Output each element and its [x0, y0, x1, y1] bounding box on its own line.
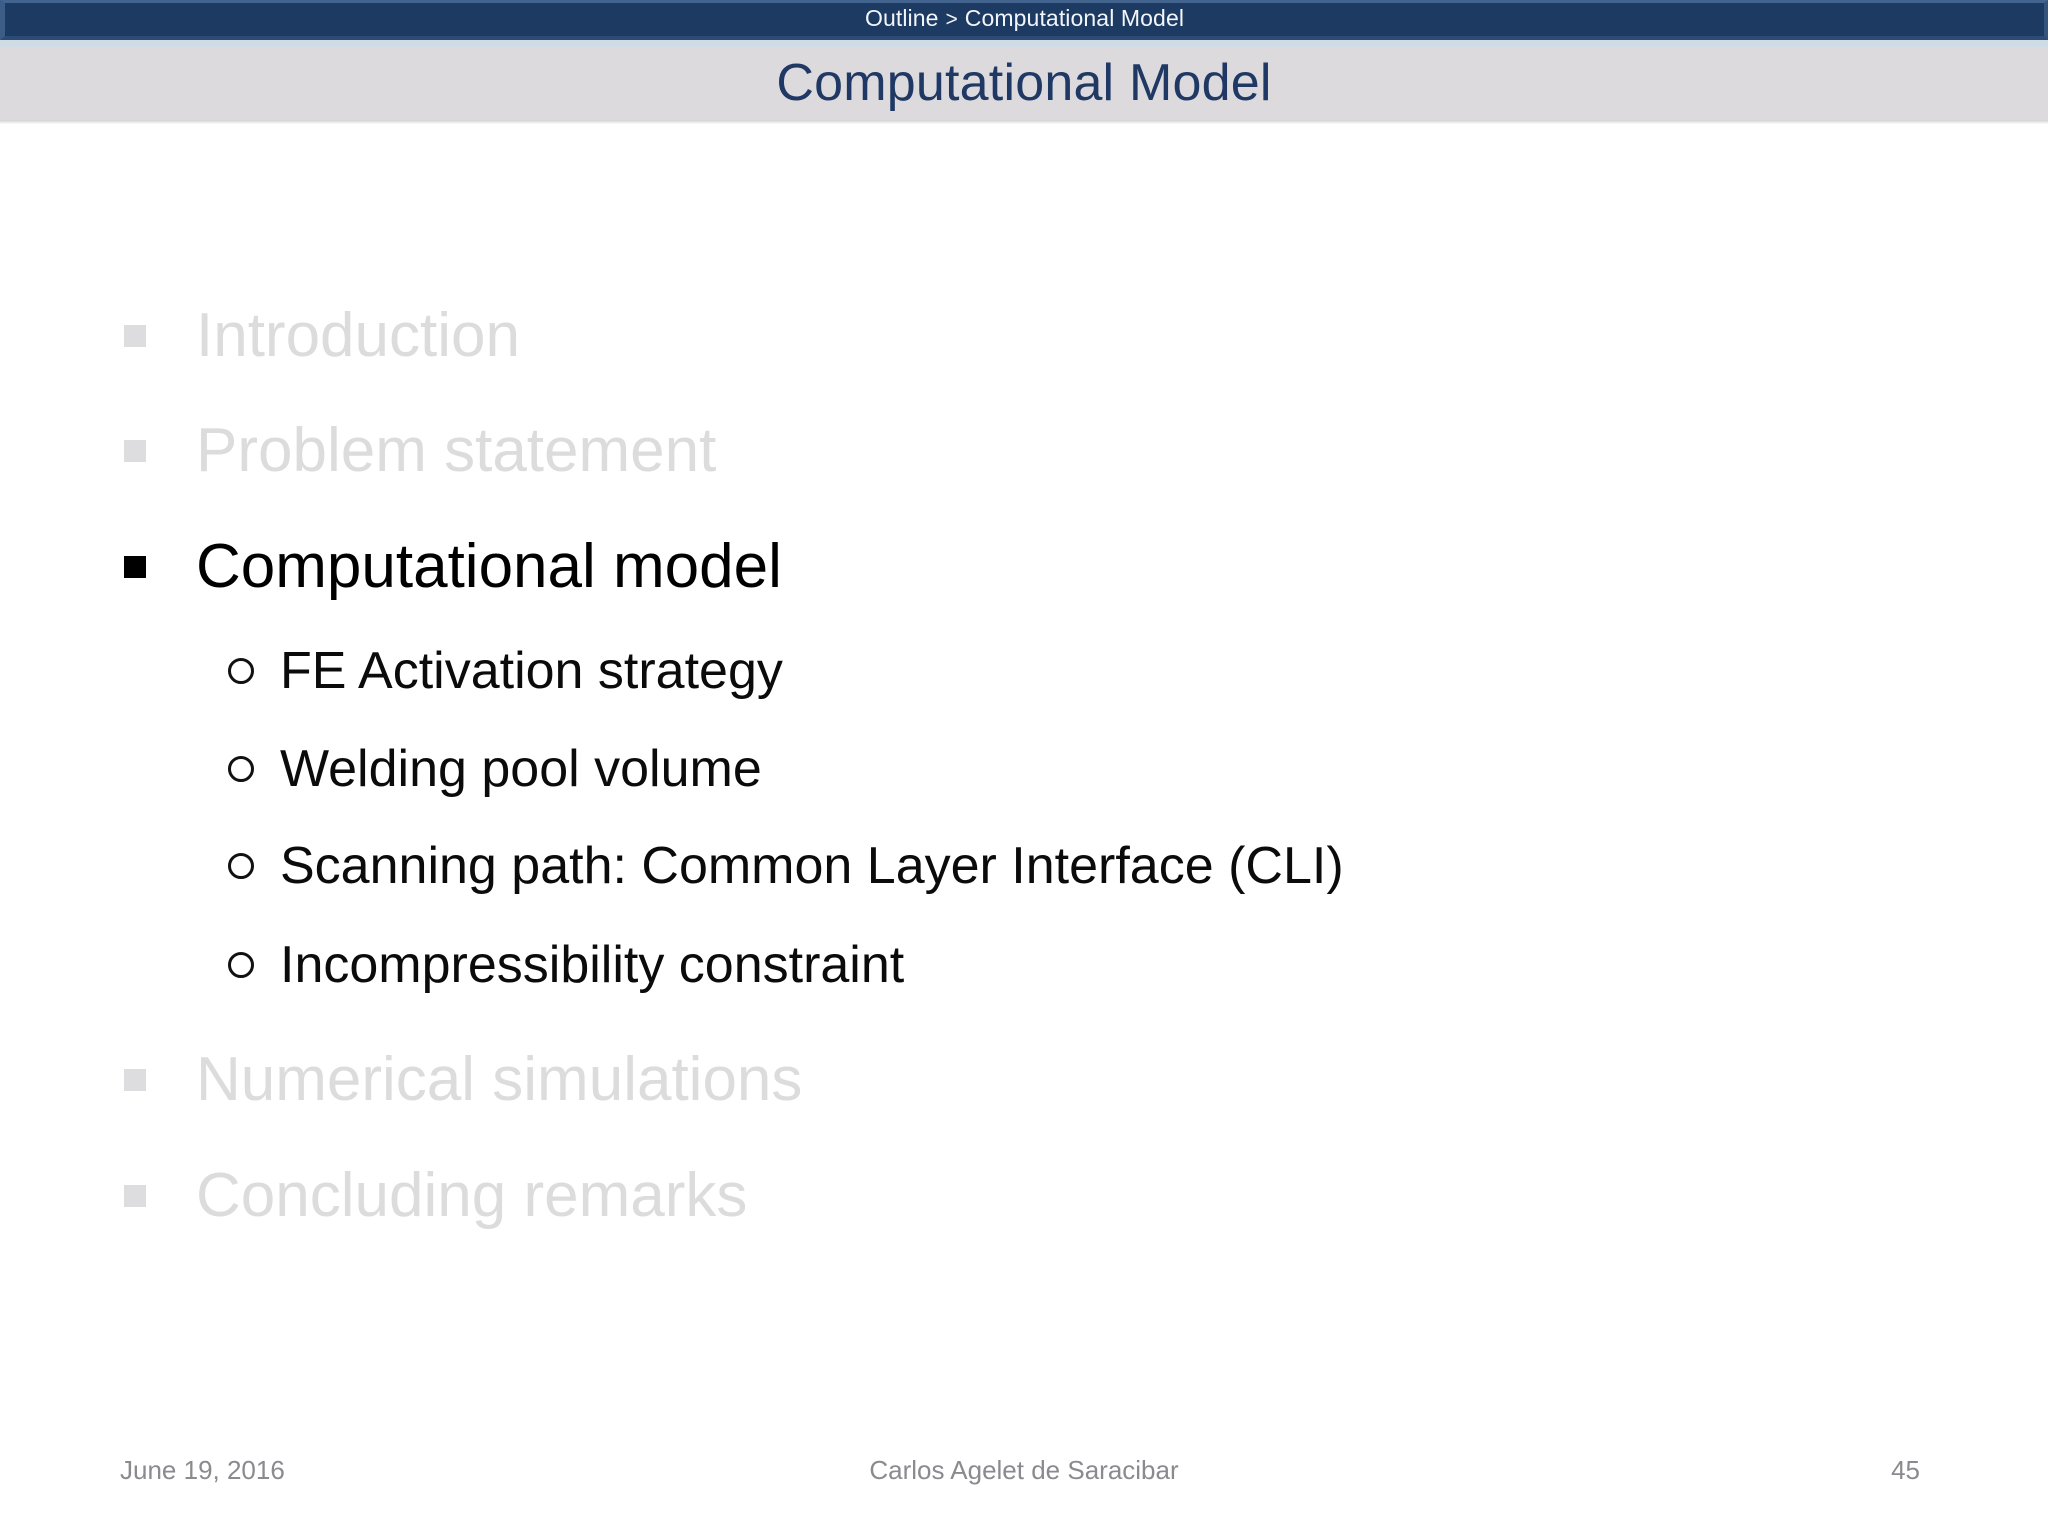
outline-subitem-fe-activation-strategy[interactable]: FE Activation strategy — [228, 645, 783, 697]
outline-subitem-label: Scanning path: Common Layer Interface (C… — [280, 837, 1344, 895]
square-bullet-icon — [124, 1185, 146, 1207]
outline-subitem-label: FE Activation strategy — [280, 642, 783, 700]
outline-item-introduction[interactable]: Introduction — [124, 305, 520, 367]
square-bullet-icon — [124, 556, 146, 578]
circle-bullet-icon — [228, 658, 254, 684]
outline-list: Introduction Problem statement Computati… — [0, 122, 2048, 1422]
outline-subitem-label: Welding pool volume — [280, 740, 762, 798]
circle-bullet-icon — [228, 756, 254, 782]
outline-item-computational-model[interactable]: Computational model — [124, 536, 782, 598]
footer-date: June 19, 2016 — [120, 1455, 285, 1485]
outline-subitem-welding-pool-volume[interactable]: Welding pool volume — [228, 743, 762, 795]
outline-item-label: Problem statement — [196, 416, 717, 485]
outline-subitem-incompressibility-constraint[interactable]: Incompressibility constraint — [228, 939, 904, 991]
breadcrumb-root[interactable]: Outline — [864, 5, 939, 31]
breadcrumb-bar: Outline > Computational Model — [0, 0, 2048, 40]
breadcrumb-separator-icon: > — [945, 8, 958, 31]
outline-subitem-label: Incompressibility constraint — [280, 936, 905, 994]
circle-bullet-icon — [228, 853, 254, 879]
page-title: Computational Model — [776, 53, 1272, 112]
outline-item-label: Numerical simulations — [196, 1045, 803, 1114]
outline-item-problem-statement[interactable]: Problem statement — [124, 420, 716, 482]
square-bullet-icon — [124, 1069, 146, 1091]
title-band: Computational Model — [0, 47, 2048, 122]
outline-item-label: Concluding remarks — [196, 1161, 748, 1230]
footer-author: Carlos Agelet de Saracibar — [869, 1455, 1179, 1485]
circle-bullet-icon — [228, 952, 254, 978]
outline-item-label: Computational model — [196, 532, 782, 601]
square-bullet-icon — [124, 325, 146, 347]
breadcrumb-current: Computational Model — [964, 5, 1185, 31]
outline-subitem-scanning-path[interactable]: Scanning path: Common Layer Interface (C… — [228, 840, 1344, 892]
footer-page-number: 45 — [1891, 1455, 1920, 1485]
breadcrumb: Outline > Computational Model — [865, 5, 1184, 32]
title-band-shadow — [0, 120, 2048, 124]
outline-item-concluding-remarks[interactable]: Concluding remarks — [124, 1165, 747, 1227]
outline-item-numerical-simulations[interactable]: Numerical simulations — [124, 1049, 802, 1111]
slide-footer: June 19, 2016 Carlos Agelet de Saracibar… — [0, 1455, 2048, 1505]
square-bullet-icon — [124, 440, 146, 462]
outline-item-label: Introduction — [196, 301, 520, 370]
breadcrumb-underline — [0, 40, 2048, 47]
